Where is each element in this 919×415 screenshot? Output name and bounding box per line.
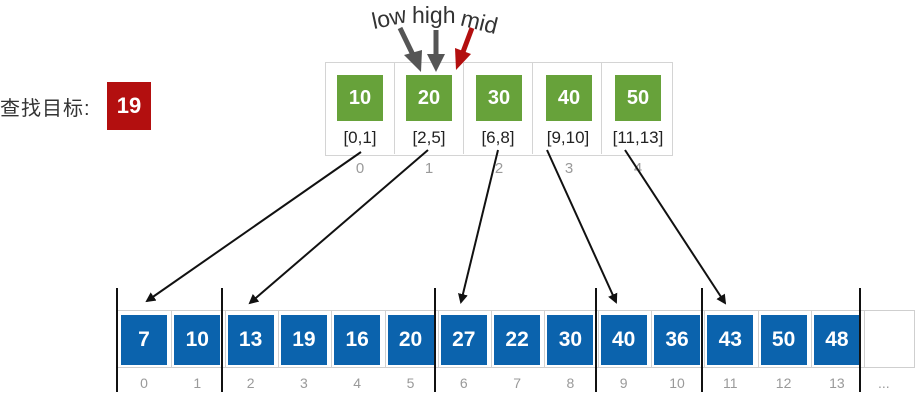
block-boundary <box>434 288 436 392</box>
array-value: 40 <box>600 315 647 365</box>
array-index: 9 <box>619 375 628 391</box>
array-cell-divider <box>277 310 279 368</box>
block-boundary <box>116 288 118 392</box>
array-value: 10 <box>174 315 221 365</box>
index-range: [2,5] <box>412 128 446 147</box>
array-index: 5 <box>406 375 415 391</box>
array-index: 12 <box>775 375 792 391</box>
array-value: 27 <box>440 315 487 365</box>
array-index: 13 <box>829 375 845 391</box>
array-cell-divider <box>384 310 386 368</box>
array-cell-divider <box>171 310 173 368</box>
block-boundary <box>595 288 597 392</box>
array-cell-divider <box>704 310 706 368</box>
index-block-arrow <box>248 149 429 305</box>
index-max-value: 10 <box>337 75 383 121</box>
array-cell-divider <box>331 310 333 368</box>
array-cell-divider <box>491 310 493 368</box>
index-range: [9,10] <box>546 128 590 147</box>
array-value: 7 <box>121 315 167 365</box>
array-value: 16 <box>334 315 381 365</box>
index-block-arrow <box>624 149 727 305</box>
array-value: 20 <box>387 315 434 365</box>
array-value: 19 <box>280 315 327 365</box>
array-index: 8 <box>566 375 575 391</box>
high-pointer-arrow <box>427 30 445 72</box>
search-target-value: 19 <box>107 82 151 130</box>
index-max-value: 40 <box>546 75 592 121</box>
array-index: 0 <box>140 375 148 391</box>
block-boundary <box>701 288 703 392</box>
array-cell-divider <box>437 310 439 368</box>
index-block-arrow <box>546 149 618 304</box>
array-cell-divider <box>810 310 812 368</box>
array-value: 22 <box>494 315 541 365</box>
array-cell-divider <box>597 310 599 368</box>
array-index: 6 <box>459 375 468 391</box>
array-index: 11 <box>723 375 738 391</box>
index-block-arrow <box>458 149 499 304</box>
array-index: 2 <box>246 375 255 391</box>
index-number: 1 <box>424 160 434 177</box>
index-range: [11,13] <box>612 128 664 147</box>
array-value: 30 <box>547 315 594 365</box>
mid-pointer-arrow <box>455 27 475 70</box>
array-cell-divider <box>224 310 226 368</box>
array-cell-divider <box>864 310 866 368</box>
array-index: 10 <box>669 375 685 391</box>
index-cell-0 <box>326 62 395 154</box>
array-cell-divider <box>651 310 652 368</box>
index-max-value: 50 <box>615 75 661 121</box>
array-index: 3 <box>299 375 308 391</box>
low-pointer-arrow <box>397 26 422 72</box>
array-value: 48 <box>813 315 860 365</box>
array-value: 43 <box>707 315 754 365</box>
array-value: 36 <box>654 315 700 365</box>
array-value: 13 <box>227 315 274 365</box>
array-value: 50 <box>760 315 807 365</box>
index-number: 0 <box>355 160 365 177</box>
array-index: 1 <box>193 375 202 391</box>
index-range: [0,1] <box>343 128 377 147</box>
index-number: 2 <box>494 160 504 177</box>
index-range: [6,8] <box>481 128 515 147</box>
index-cell-2 <box>464 62 533 154</box>
index-block-arrow <box>145 151 362 303</box>
index-cell-1 <box>395 62 464 154</box>
block-boundary <box>221 288 223 392</box>
array-ellipsis: ... <box>878 375 890 391</box>
array-index: 4 <box>353 375 362 391</box>
index-max-value: 20 <box>406 75 452 121</box>
block-boundary <box>859 288 861 392</box>
index-number: 3 <box>564 160 574 177</box>
index-max-value: 30 <box>476 75 522 121</box>
index-cell-3 <box>533 62 602 154</box>
array-index: 7 <box>513 375 521 391</box>
high-pointer-label: high <box>412 2 456 28</box>
search-target-label: 查找目标: <box>0 98 91 120</box>
array-cell-divider <box>757 310 759 368</box>
array-cell-divider <box>544 310 546 368</box>
